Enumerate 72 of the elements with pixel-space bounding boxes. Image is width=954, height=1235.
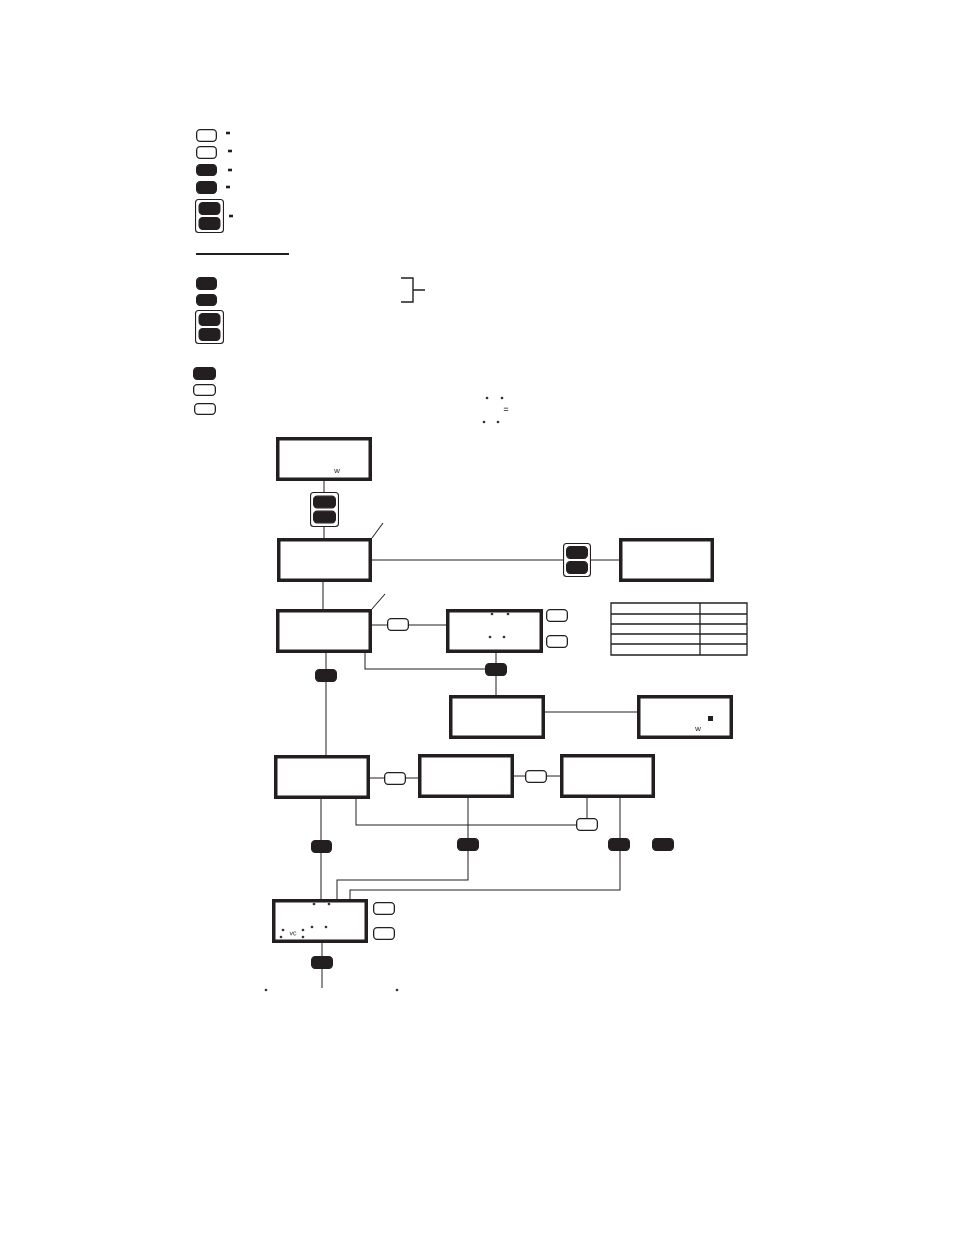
connector-line [355, 798, 577, 826]
display-box [560, 754, 655, 798]
button [373, 902, 395, 915]
button [566, 561, 588, 574]
button [196, 164, 217, 176]
connector-line [619, 797, 621, 839]
button [198, 328, 221, 341]
connector-line [371, 624, 388, 626]
connector-line [349, 850, 621, 900]
connector-line [586, 797, 588, 819]
connector-line [321, 968, 323, 989]
connector-line [325, 652, 327, 670]
display-box [446, 609, 543, 653]
button [313, 495, 336, 509]
connector-line [321, 942, 323, 957]
connector-line [322, 581, 324, 610]
button [193, 367, 216, 380]
connector-line [364, 652, 486, 670]
connector-line [495, 652, 497, 664]
display-box [274, 755, 370, 799]
connector-line [371, 559, 564, 561]
leader-line [371, 593, 386, 610]
connector-line [336, 850, 469, 900]
connector-line [590, 559, 620, 561]
button [198, 202, 221, 215]
connector-line [320, 798, 322, 841]
button [193, 384, 216, 396]
button [546, 609, 568, 622]
button [196, 294, 217, 306]
button [373, 927, 395, 940]
display-box [276, 609, 372, 653]
button [194, 403, 216, 415]
button [485, 663, 507, 676]
button [457, 838, 479, 851]
connector-line [513, 775, 526, 777]
display-box [619, 538, 714, 582]
display-box: w [276, 437, 372, 481]
connector-line [320, 852, 322, 900]
connector-line [323, 480, 325, 493]
button [525, 770, 547, 783]
connector-line [405, 777, 419, 779]
connector-line [408, 624, 447, 626]
leader-line [371, 522, 384, 539]
button [313, 510, 336, 524]
display-box: w [637, 695, 733, 739]
connector-line [369, 777, 385, 779]
connector-line [546, 775, 561, 777]
display-box [418, 754, 514, 798]
button [196, 277, 217, 290]
connector-line [495, 675, 497, 696]
button [608, 838, 630, 851]
connector-line [544, 711, 638, 713]
button [576, 818, 598, 831]
display-box [277, 538, 372, 582]
button [311, 956, 333, 969]
button [198, 313, 221, 326]
button [315, 669, 337, 682]
display-box [449, 695, 545, 739]
button [384, 772, 406, 785]
button [196, 181, 217, 194]
button [387, 618, 409, 631]
connector-line [325, 681, 327, 756]
button [652, 838, 674, 851]
button [311, 840, 332, 853]
connector-line [323, 526, 325, 539]
button [196, 146, 217, 159]
connector-line [467, 797, 469, 839]
text-label: = [503, 407, 509, 411]
button [196, 129, 217, 142]
button [566, 546, 588, 559]
button [198, 217, 221, 230]
button [546, 635, 568, 648]
